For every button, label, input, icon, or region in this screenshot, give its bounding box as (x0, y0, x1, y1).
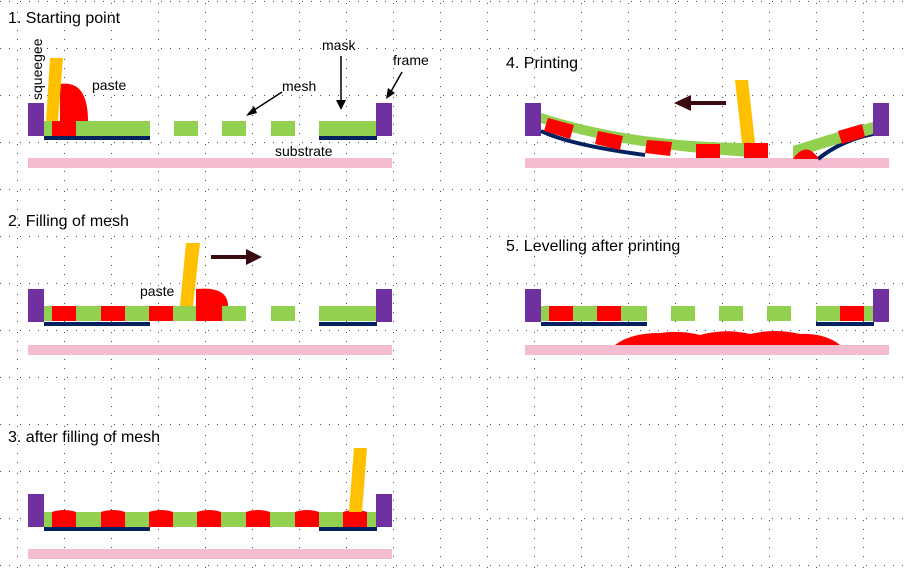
paste-in-mesh (549, 306, 864, 321)
mesh (44, 121, 376, 136)
substrate (28, 549, 392, 559)
substrate (28, 345, 392, 355)
paste-label: paste (140, 283, 174, 299)
step-1: 1. Starting point squeegee paste mesh ma… (8, 10, 429, 168)
frame-pointer-head (386, 88, 395, 99)
mask-right (816, 322, 874, 326)
mesh (44, 306, 376, 321)
mesh-pointer-head (246, 106, 257, 116)
mask-right (319, 527, 377, 531)
frame-left (28, 289, 44, 322)
paste-in-mesh (544, 118, 865, 158)
frame-right (873, 289, 889, 322)
frame-left (525, 289, 541, 322)
frame-left (28, 103, 44, 136)
step-3: 3. after filling of mesh (8, 429, 392, 559)
squeegee (349, 448, 367, 512)
frame-left (28, 494, 44, 527)
mask-left (541, 322, 647, 326)
paste-label: paste (92, 77, 126, 93)
frame-right (376, 103, 392, 136)
frame-left (525, 103, 541, 136)
paste-blob (196, 288, 228, 321)
paste-in-mesh (52, 121, 76, 136)
paste-blob (60, 83, 88, 121)
step-5-title: 5. Levelling after printing (506, 238, 680, 255)
step-2-title: 2. Filling of mesh (8, 213, 129, 230)
step-4: 4. Printing (506, 55, 889, 168)
substrate (28, 158, 392, 168)
mask-left (44, 322, 150, 326)
step-2: 2. Filling of mesh paste (8, 213, 392, 355)
printed-paste-deposit (793, 149, 819, 159)
mask-left (44, 136, 150, 140)
squeegee (180, 243, 200, 306)
direction-arrow-head (674, 95, 691, 111)
step-1-title: 1. Starting point (8, 10, 121, 27)
squeegee-label: squeegee (29, 38, 45, 100)
mask-right (319, 322, 377, 326)
paste-in-mesh (52, 306, 173, 321)
squeegee (735, 80, 755, 143)
mesh-label: mesh (282, 78, 316, 94)
mask-right (319, 136, 377, 140)
frame-right (376, 494, 392, 527)
step-5: 5. Levelling after printing (506, 238, 889, 355)
mask-left (44, 527, 150, 531)
substrate (525, 345, 889, 355)
step-4-title: 4. Printing (506, 55, 578, 72)
frame-right (376, 289, 392, 322)
substrate (525, 158, 889, 168)
levelled-paste-deposit (615, 331, 840, 345)
mask-pointer-head (336, 100, 346, 110)
paste-in-mesh (52, 510, 367, 527)
frame-right (873, 103, 889, 136)
frame-label: frame (393, 52, 429, 68)
mask-left (540, 129, 646, 157)
step-3-title: 3. after filling of mesh (8, 429, 160, 446)
direction-arrow-head (246, 249, 262, 265)
mask-label: mask (322, 37, 356, 53)
squeegee (46, 58, 63, 121)
substrate-label: substrate (275, 143, 333, 159)
mesh (541, 306, 873, 321)
